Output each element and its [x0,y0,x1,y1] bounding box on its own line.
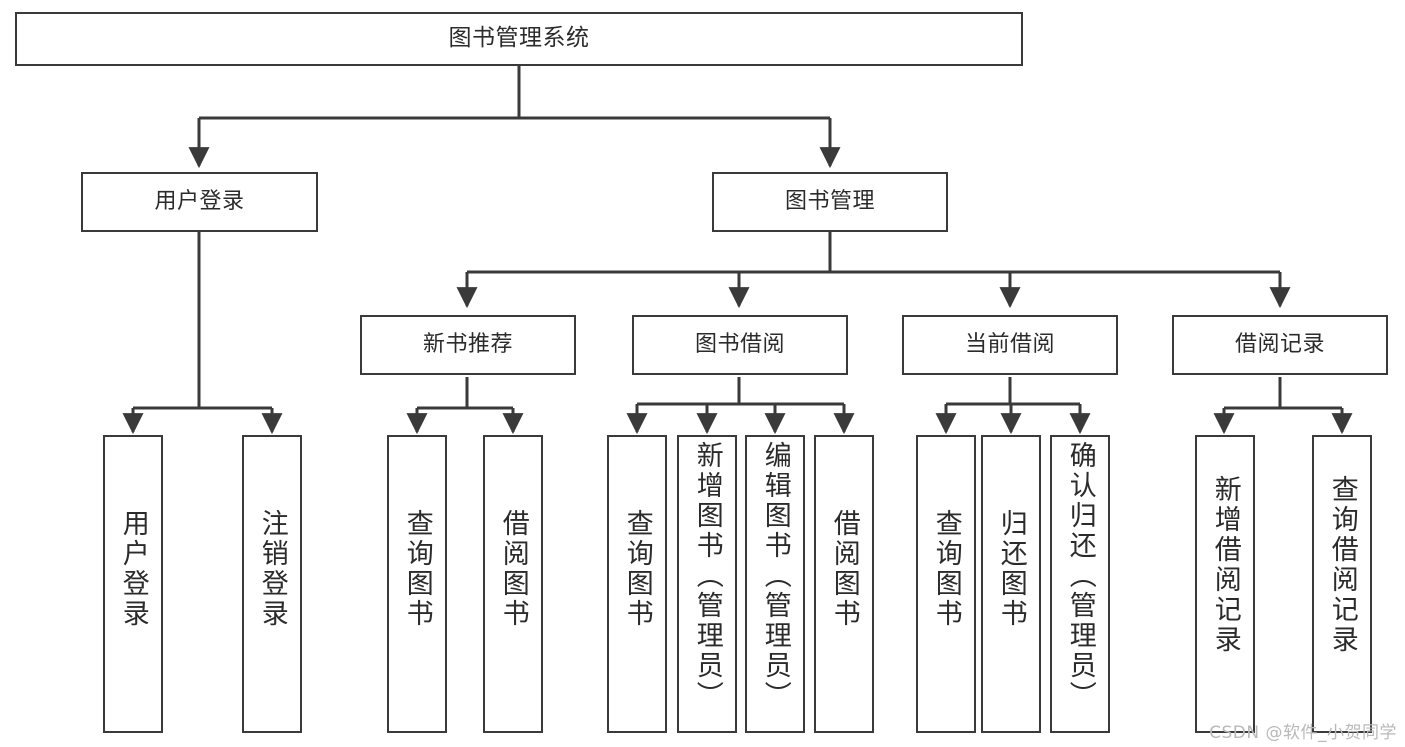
node-leaf-query-record[interactable]: 查询借阅记录 [1312,435,1372,733]
node-borrow-record-label: 借阅记录 [1234,332,1325,358]
node-user-login-label: 用户登录 [154,189,245,215]
node-leaf-user-login-label: 用户登录 [117,509,149,629]
node-leaf-query-book-1-label: 查询图书 [401,509,433,629]
node-leaf-confirm-return-label: 确认归还（管理员） [1064,441,1096,711]
node-book-borrow-label: 图书借阅 [694,332,785,358]
node-book-manage-label: 图书管理 [784,189,875,215]
node-leaf-user-logout-label: 注销登录 [256,509,288,629]
node-book-manage[interactable]: 图书管理 [712,172,948,232]
node-leaf-user-login[interactable]: 用户登录 [103,435,163,733]
node-leaf-add-book[interactable]: 新增图书（管理员） [677,435,737,733]
node-leaf-user-logout[interactable]: 注销登录 [242,435,302,733]
node-leaf-edit-book[interactable]: 编辑图书（管理员） [745,435,805,733]
node-leaf-query-book-2[interactable]: 查询图书 [607,435,667,733]
node-book-borrow[interactable]: 图书借阅 [632,315,848,375]
node-leaf-return-book[interactable]: 归还图书 [981,435,1041,733]
node-current-borrow-label: 当前借阅 [964,332,1055,358]
node-new-book-rec[interactable]: 新书推荐 [360,315,576,375]
node-current-borrow[interactable]: 当前借阅 [902,315,1118,375]
watermark: CSDN @软件_小贺同学 [1209,723,1397,743]
node-leaf-query-book-3-label: 查询图书 [930,509,962,629]
node-root-label: 图书管理系统 [448,25,590,52]
node-leaf-query-book-1[interactable]: 查询图书 [387,435,447,733]
node-leaf-add-book-label: 新增图书（管理员） [691,441,723,711]
node-leaf-confirm-return[interactable]: 确认归还（管理员） [1050,435,1110,733]
node-leaf-query-book-3[interactable]: 查询图书 [916,435,976,733]
node-leaf-query-book-2-label: 查询图书 [621,509,653,629]
node-leaf-borrow-book-1[interactable]: 借阅图书 [483,435,543,733]
node-leaf-add-record[interactable]: 新增借阅记录 [1195,435,1255,733]
node-leaf-query-record-label: 查询借阅记录 [1326,475,1358,655]
node-leaf-borrow-book-1-label: 借阅图书 [497,509,529,629]
node-user-login[interactable]: 用户登录 [81,172,318,232]
node-borrow-record[interactable]: 借阅记录 [1172,315,1388,375]
node-leaf-borrow-book-2-label: 借阅图书 [828,509,860,629]
node-root[interactable]: 图书管理系统 [15,12,1023,66]
node-leaf-return-book-label: 归还图书 [995,509,1027,629]
node-leaf-add-record-label: 新增借阅记录 [1209,475,1241,655]
node-new-book-rec-label: 新书推荐 [422,332,513,358]
node-leaf-edit-book-label: 编辑图书（管理员） [759,441,791,711]
node-leaf-borrow-book-2[interactable]: 借阅图书 [814,435,874,733]
